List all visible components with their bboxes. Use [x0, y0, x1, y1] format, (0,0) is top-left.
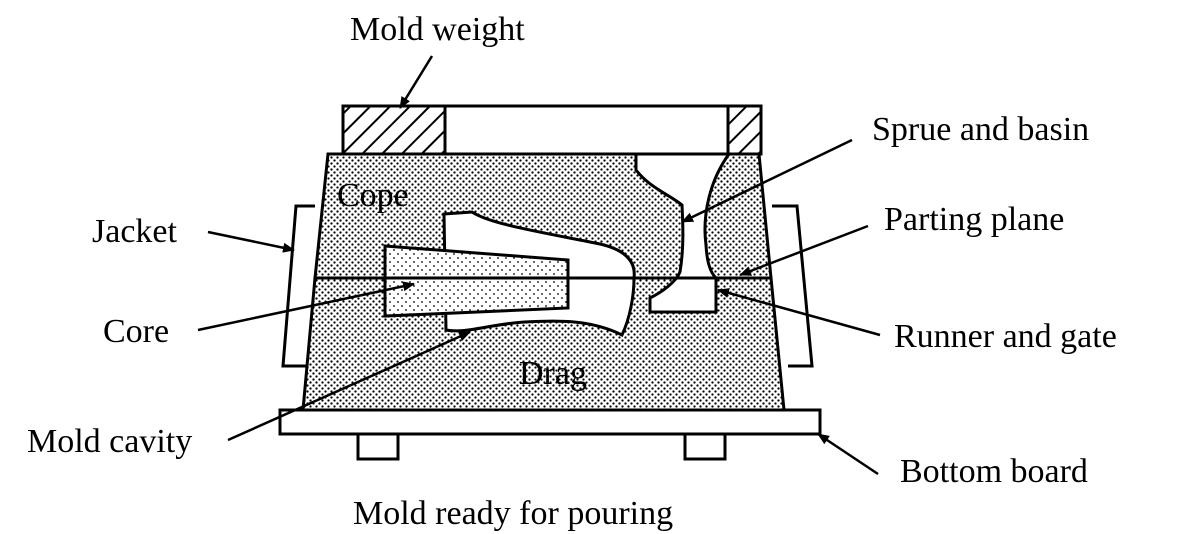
- parting-plane-leader: [739, 224, 869, 277]
- core-leader: [197, 281, 415, 332]
- jacket: [281, 204, 814, 368]
- bottom-board-label: Bottom board: [900, 453, 1088, 490]
- core-label: Core: [103, 313, 169, 350]
- runner-and-gate-leader: [717, 288, 881, 337]
- runner-and-gate-label: Runner and gate: [894, 318, 1117, 355]
- sprue-and-basin: [634, 152, 732, 314]
- labels: Mold weight Sprue and basin Cope Jacket …: [27, 11, 1117, 532]
- drag-label: Drag: [519, 355, 587, 392]
- mold-cavity-label: Mold cavity: [27, 423, 192, 460]
- leader-lines: [197, 55, 881, 476]
- parting-plane-label: Parting plane: [884, 201, 1064, 238]
- bottom-board-leader: [817, 432, 879, 476]
- core: [383, 244, 570, 318]
- bottom-board: [278, 408, 822, 461]
- jacket-label: Jacket: [92, 213, 178, 250]
- cope-label: Cope: [337, 177, 409, 214]
- sprue-leader: [681, 138, 853, 224]
- mold-weight: [341, 104, 763, 156]
- caption: Mold ready for pouring: [353, 495, 673, 532]
- sprue-and-basin-label: Sprue and basin: [872, 111, 1089, 148]
- mold-weight-label: Mold weight: [350, 11, 525, 48]
- mold-weight-leader: [398, 55, 434, 109]
- mold-cavity-leader: [227, 330, 471, 442]
- jacket-leader: [207, 230, 295, 253]
